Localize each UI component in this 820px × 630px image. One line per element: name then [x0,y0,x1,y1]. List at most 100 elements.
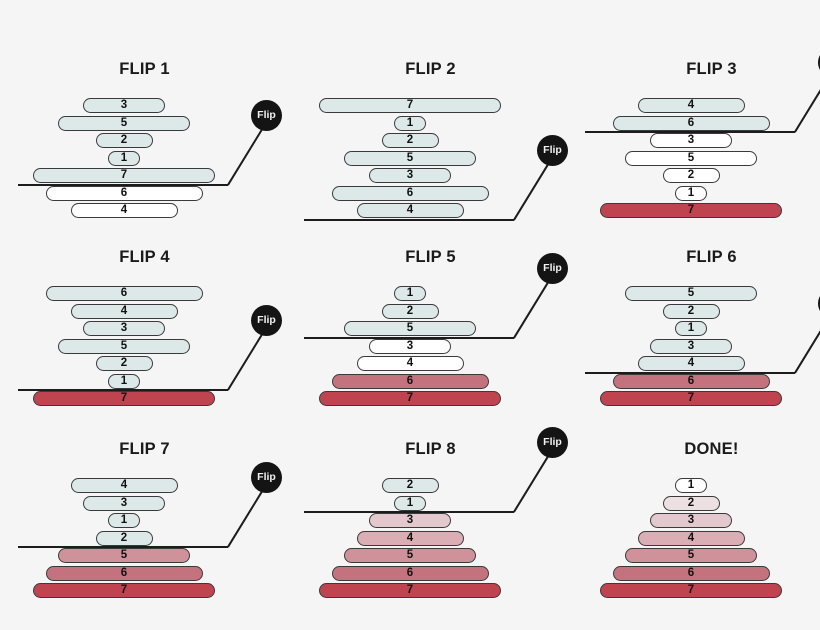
flip-badge[interactable]: Flip [251,99,282,131]
pancake: 7 [319,98,501,113]
pancake: 7 [33,391,215,406]
pancake: 4 [637,530,745,546]
pancake: 7 [33,583,215,598]
pancake: 6 [45,185,203,201]
pancake-stack: 7 1 2 5 3 6 4 Flip [294,86,568,246]
pancake: 7 [600,583,782,598]
pancake: 7 [319,583,501,598]
pancake: 6 [331,565,489,581]
flip-cut-line [18,546,228,548]
flip-panel: FLIP 4 6 4 3 5 2 1 7 Flip [8,248,282,438]
pancake: 4 [70,303,178,319]
pancake: 2 [95,356,153,371]
pancake: 5 [58,115,190,131]
pancake: 6 [331,373,489,389]
pancake: 1 [675,321,707,336]
pancake: 1 [675,185,707,201]
panel-title: FLIP 4 [119,248,170,266]
flip-pointer-line [227,122,267,186]
pancake: 4 [70,478,178,493]
pancake: 5 [344,150,476,166]
pancake: 1 [108,150,140,166]
pancake: 4 [637,356,745,371]
flip-cut-line [304,218,514,221]
flip-badge[interactable]: Flip [251,462,282,493]
pancake: 3 [650,133,732,148]
flip-badge[interactable]: Flip [537,427,568,458]
flip-cut-line [304,511,514,513]
pancake: 2 [95,530,153,546]
flip-cut-line [18,183,228,186]
pancake: 3 [83,495,165,511]
pancake: 7 [600,203,782,218]
pancake: 3 [369,513,451,528]
pancake-stack: 6 4 3 5 2 1 7 Flip [8,274,282,434]
pancake: 2 [381,133,439,148]
pancake: 6 [612,373,770,389]
flip-badge[interactable]: Flip [537,134,568,166]
flip-pointer-line [794,310,820,374]
pancake: 6 [45,286,203,301]
pancake: 3 [83,321,165,336]
pancake: 7 [319,391,501,406]
pancake: 2 [95,133,153,148]
pancake: 6 [612,565,770,581]
pancake: 3 [369,338,451,354]
flip-pointer-line [513,275,553,339]
panel-title: FLIP 3 [686,60,737,78]
pancake: 3 [650,338,732,354]
pancake: 3 [650,513,732,528]
panel-title: FLIP 7 [119,440,170,458]
pancake: 7 [600,391,782,406]
pancake: 4 [356,356,464,371]
panel-title: FLIP 6 [686,248,737,266]
pancake: 1 [394,495,426,511]
flip-cut-line [585,131,795,133]
pancake: 5 [58,548,190,563]
flip-panel: FLIP 34635217Flip [575,47,820,250]
pancake: 2 [662,168,720,183]
pancake: 5 [58,338,190,354]
flip-pointer-line [227,327,267,391]
flip-badge[interactable]: Flip [818,47,820,78]
flip-cut-line [585,371,795,374]
pancake-stack: 4635217Flip [575,47,820,246]
pancake: 1 [394,115,426,131]
panel-title: FLIP 1 [119,60,170,78]
pancake: 3 [369,168,451,183]
pancake: 5 [625,286,757,301]
flip-panel: FLIP 7 4 3 1 2 5 6 7 Flip [8,440,282,630]
pancake: 6 [45,565,203,581]
pancake: 2 [662,303,720,319]
flip-pointer-line [227,484,267,548]
pancake: 4 [356,530,464,546]
pancake: 1 [108,513,140,528]
pancake: 4 [70,203,178,218]
pancake: 1 [108,373,140,389]
flip-badge[interactable]: Flip [251,305,282,336]
flip-pointer-line [513,157,553,221]
flip-pointer-line [513,449,553,513]
panel-title: FLIP 5 [405,248,456,266]
flip-badge[interactable]: Flip [537,252,568,284]
pancake: 4 [356,203,464,218]
pancake: 4 [637,98,745,113]
flip-cut-line [304,336,514,339]
pancake: 1 [675,478,707,493]
pancake: 5 [625,548,757,563]
panel-title: FLIP 8 [405,440,456,458]
pancake: 6 [612,115,770,131]
pancake: 3 [83,98,165,113]
flip-badge[interactable]: Flip [818,287,820,319]
pancake: 6 [331,185,489,201]
